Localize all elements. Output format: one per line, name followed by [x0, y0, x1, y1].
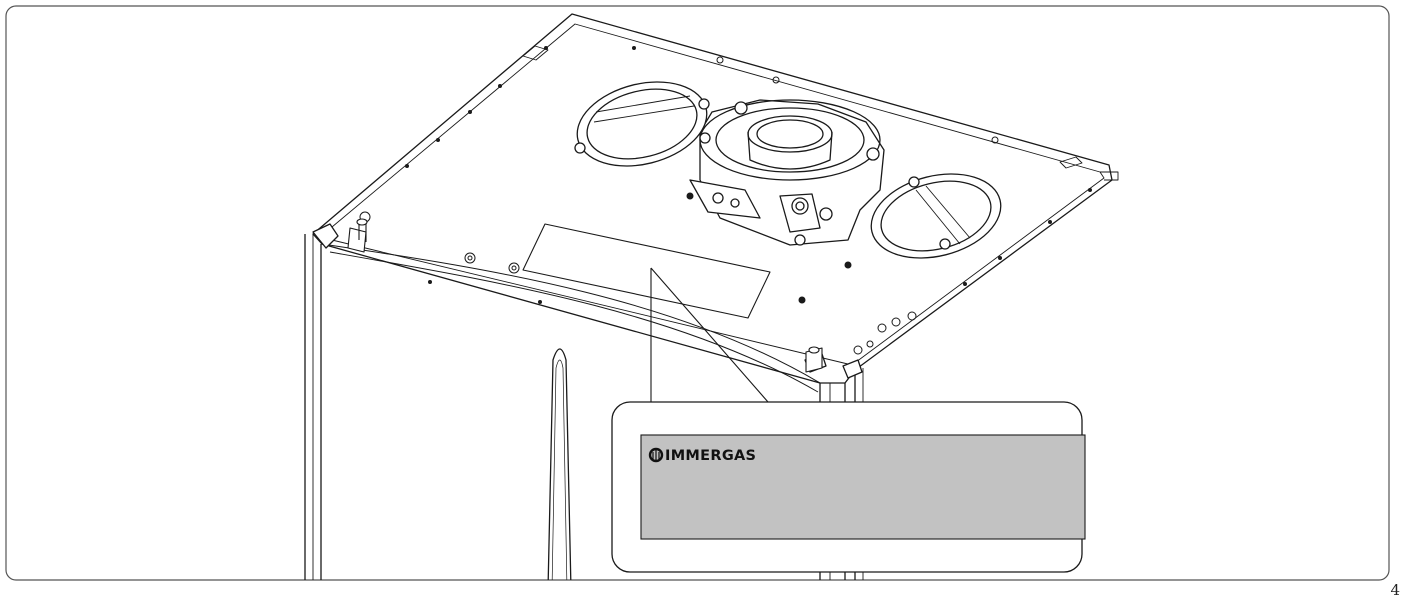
label-plate: [640, 434, 1086, 540]
figure-frame: [5, 5, 1390, 581]
flue-adapter: [689, 99, 885, 246]
brand-label: IMMERGAS: [665, 448, 756, 464]
right-intake-cover: [870, 173, 1002, 259]
left-intake-cover: [574, 81, 710, 167]
page-number: 4: [1390, 581, 1400, 599]
immergas-logo-icon: [648, 447, 664, 463]
callout-leader: [650, 267, 769, 403]
label-callout: IMMERGAS: [611, 401, 1086, 573]
rim-rivets: [405, 46, 1092, 304]
label-area-outline: [522, 223, 771, 319]
panel-standoffs: [347, 218, 823, 373]
panel-fittings: [359, 56, 999, 355]
